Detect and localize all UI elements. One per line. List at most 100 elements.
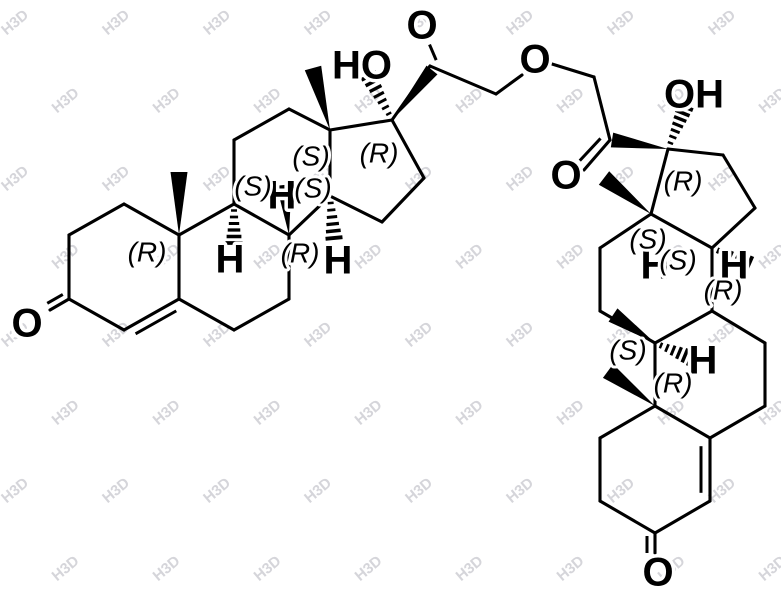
atom-label-ho-left-hydroxyl: HO	[332, 44, 392, 88]
bond-L-A1	[67, 202, 126, 237]
hash-tick	[326, 221, 340, 227]
hash-tick	[377, 97, 387, 105]
hash-tick	[743, 255, 755, 273]
hash-tick	[715, 247, 721, 254]
bond-L-A3	[48, 297, 71, 312]
stereo-label-left-c17-R: (R)	[360, 137, 399, 168]
atom-label-h-right-c14: H	[689, 339, 718, 383]
bond-R-B3	[708, 404, 767, 440]
bond-R-D1	[666, 147, 725, 157]
bond-R-D4	[649, 212, 714, 250]
bond-L-B4	[232, 202, 291, 237]
atom-label-h-left-c8: H	[268, 174, 297, 218]
atom-label-halo-oh-right-hydroxyl: OH	[664, 73, 724, 117]
stereo-label-halo-right-c14-S: (S)	[659, 244, 696, 275]
hash-tick	[385, 111, 392, 117]
wedge-L-C13-methyl	[304, 65, 330, 130]
hash-tick	[327, 208, 336, 212]
atom-label-o-right-ketone: O	[642, 551, 673, 595]
hash-tick	[671, 121, 684, 129]
hash-tick	[668, 134, 677, 140]
wedge-L-C20-bond	[392, 65, 438, 120]
hash-tick	[325, 228, 341, 234]
bond-L-B1	[177, 297, 236, 332]
stereo-label-right-c10-R: (R)	[654, 367, 693, 398]
atom-label-h-left-c9: H	[216, 238, 245, 282]
hash-L-C17-OH	[360, 70, 392, 117]
bond-R-B4	[653, 404, 712, 440]
atom-label-halo-h-right-c8: H	[641, 244, 670, 288]
bond-ETH1	[550, 62, 596, 79]
stereo-label-halo-left-c10-R: (R)	[128, 236, 167, 267]
wedge-L-C9-Hwedge	[276, 184, 292, 235]
hash-tick	[721, 249, 728, 258]
atom-label-h-right-c9: H	[720, 244, 749, 288]
hash-tick	[381, 104, 390, 111]
bond-layer	[48, 62, 767, 555]
atom-label-halo-o-ether-bridge: O	[519, 38, 550, 82]
atom-label-halo-h-left-c8: H	[268, 174, 297, 218]
stereo-label-halo-right-c8-R: (R)	[704, 274, 743, 305]
hash-tick	[727, 250, 734, 262]
atom-label-oh-right-hydroxyl: OH	[664, 73, 724, 117]
bond-L-C5	[287, 194, 332, 237]
bond-R-D3	[710, 206, 757, 250]
atom-label-o-ether-bridge: O	[519, 38, 550, 82]
hash-tick	[675, 346, 683, 360]
hash-tick	[674, 108, 691, 118]
hash-tick	[658, 342, 664, 349]
wedge-bond-layer	[170, 65, 668, 406]
hash-tick	[670, 127, 681, 135]
stereo-label-left-c10-R: (R)	[128, 236, 167, 267]
stereo-label-halo-left-c13-S: (S)	[292, 140, 329, 171]
bond-L-D2	[390, 118, 426, 180]
hash-tick	[685, 349, 697, 367]
atom-label-o-right-carbonyl: O	[550, 154, 581, 198]
stereo-label-halo-right-c10-R: (R)	[654, 367, 693, 398]
bond-R-A3	[598, 499, 657, 535]
bond-R-C1	[649, 147, 670, 216]
hash-tick	[669, 345, 677, 356]
stereo-label-layer: (S)(S)(R)(R)(S)(S)(S)(S)(R)(R)(R)(R)(R)(…	[125, 134, 746, 401]
hash-tick	[680, 347, 690, 364]
hash-tick	[738, 253, 748, 269]
bond-R-A1	[598, 404, 657, 440]
atom-label-h-left-c14: H	[324, 239, 353, 283]
stereo-label-right-c8-R: (R)	[704, 274, 743, 305]
wedge-L-C10-methyl	[170, 172, 188, 235]
stereo-label-halo-right-c9-S: (S)	[609, 334, 646, 365]
hash-tick	[364, 77, 380, 88]
stereo-label-halo-left-c8-S: (S)	[234, 170, 271, 201]
atom-label-halo-h-right-c9: H	[720, 244, 749, 288]
stereo-label-left-c14-S: (S)	[294, 172, 331, 203]
atom-label-halo-o-left-ketone: O	[11, 302, 42, 346]
bond-L-D4	[328, 194, 384, 224]
double-bond-R-sideC20-O	[578, 137, 602, 162]
stereo-label-halo-left-c17-R: (R)	[360, 137, 399, 168]
atom-label-h-right-c8: H	[641, 244, 670, 288]
bond-L-S3	[494, 73, 524, 96]
atom-label-halo-h-right-c14: H	[689, 339, 718, 383]
stereo-label-right-c14-S: (S)	[659, 244, 696, 275]
hash-L-C8-H	[225, 209, 243, 245]
wedge-R-C9-Hwedge	[608, 308, 655, 343]
hash-tick	[676, 102, 694, 112]
hash-tick	[325, 235, 343, 241]
bond-R-S2	[582, 138, 612, 172]
bond-R-C5	[653, 309, 714, 345]
stereo-label-halo-left-c9-R: (R)	[281, 237, 320, 268]
atom-label-halo-o-right-ketone: O	[642, 551, 673, 595]
bond-L-C2	[232, 107, 291, 142]
double-bond-L-ene-C4C5	[134, 309, 178, 336]
hash-tick	[327, 201, 334, 205]
bond-L-A5	[122, 297, 181, 332]
bond-L-S2	[428, 64, 498, 96]
stereo-label-left-c13-S: (S)	[292, 140, 329, 171]
atom-label-halo-h-left-c14: H	[324, 239, 353, 283]
bond-R-S1	[592, 75, 612, 142]
bond-R-B1	[710, 309, 767, 345]
atom-label-halo-h-left-c9: H	[216, 238, 245, 282]
